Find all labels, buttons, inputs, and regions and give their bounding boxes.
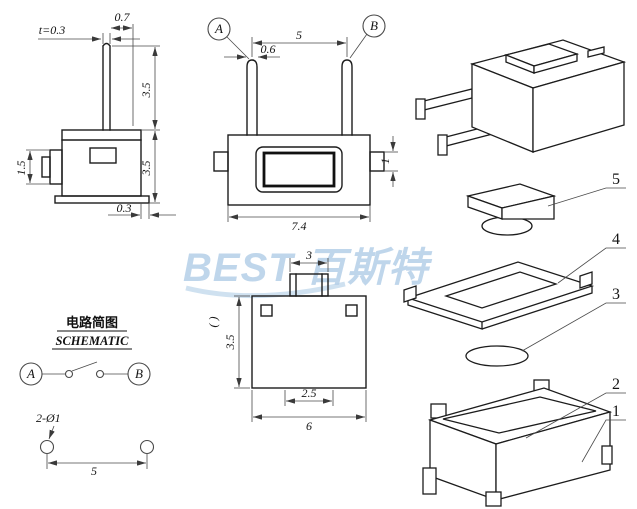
- top-dim-button-width: 3: [305, 248, 312, 262]
- schematic-title-cn: 电路简图: [66, 315, 118, 331]
- top-view: 3 3.5 ( ) 2.5 6: [206, 248, 367, 433]
- side-dim-lead-offset: 0.7: [115, 10, 131, 24]
- top-dim-body-depth: 3.5: [223, 335, 237, 351]
- schematic-symbol: [19, 361, 151, 386]
- front-dim-overall-width: 7.4: [292, 219, 307, 233]
- schematic: 电路简图 SCHEMATIC A B: [19, 315, 151, 386]
- top-dim-body-width: 6: [306, 419, 312, 433]
- part3-number: 3: [612, 286, 620, 303]
- part1-number: 1: [612, 403, 620, 420]
- front-view-outline: [213, 59, 385, 206]
- side-view-dimensions: [26, 24, 176, 219]
- front-view-dimensions: [207, 14, 398, 222]
- iso-view: [415, 39, 627, 156]
- schematic-terminal-a-label: A: [26, 366, 35, 381]
- exploded-view: 5 4 3 2 1: [403, 171, 626, 507]
- part4-metal-frame: [403, 261, 595, 330]
- side-dim-base-step: 0.3: [117, 201, 132, 215]
- schematic-title-en: SCHEMATIC: [56, 334, 130, 348]
- part3-metal-dome: [465, 345, 529, 367]
- front-dim-tab-height: 1: [378, 158, 392, 164]
- side-dim-button-height: 1.5: [14, 161, 28, 176]
- front-terminal-b-label: B: [370, 18, 378, 33]
- front-dim-pin-width: 0.6: [261, 42, 276, 56]
- watermark: BEST 百斯特: [183, 246, 433, 299]
- mounting-holes: 2-Ø1 5: [36, 411, 155, 478]
- part5-number: 5: [612, 171, 620, 188]
- watermark-text: BEST 百斯特: [183, 246, 433, 290]
- side-view: t=0.3 0.7 3.5 3.5 1.5 0.3: [14, 10, 176, 219]
- top-ref-marks: ( ): [206, 317, 220, 328]
- front-view-button-face: [262, 151, 336, 188]
- part1-base-housing: [422, 379, 613, 507]
- schematic-terminal-b-label: B: [135, 366, 143, 381]
- part4-number: 4: [612, 231, 620, 248]
- side-view-outline: [41, 42, 150, 204]
- iso-view-body: [415, 39, 627, 156]
- part-leader-lines: [521, 187, 626, 463]
- front-terminal-a-label: A: [214, 21, 223, 36]
- top-view-dimensions: [234, 258, 367, 422]
- mounting-holes-label: 2-Ø1: [36, 411, 61, 425]
- top-view-outline: [251, 273, 367, 389]
- mounting-holes-geometry: [39, 425, 155, 469]
- side-dim-body-height: 3.5: [139, 161, 153, 177]
- part5-button-cap: [465, 183, 557, 236]
- side-dim-upper-height: 3.5: [139, 83, 153, 99]
- front-dim-pin-spacing: 5: [296, 28, 302, 42]
- front-view: A B 5 0.6 1 7.4: [207, 14, 398, 233]
- top-dim-inner-width: 2.5: [302, 386, 317, 400]
- part2-number: 2: [612, 376, 620, 393]
- mounting-holes-dim-spacing: 5: [91, 464, 97, 478]
- side-dim-lead-thickness: t=0.3: [39, 23, 65, 37]
